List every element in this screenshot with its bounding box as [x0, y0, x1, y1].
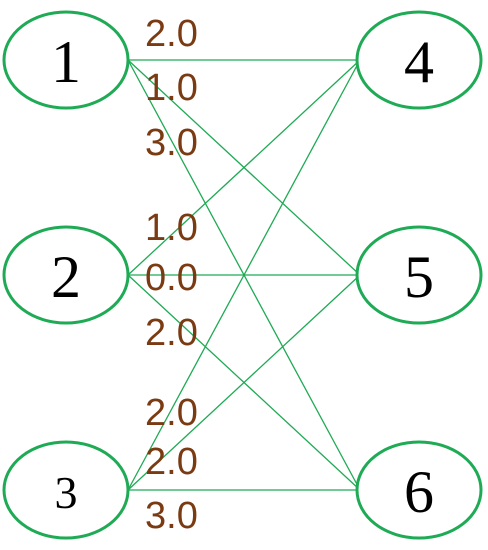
node-5-ellipse [355, 225, 483, 325]
edge-2-4 [127, 59, 361, 276]
node-2-label: 2 [51, 244, 81, 310]
node-3: 3 [2, 440, 130, 540]
node-6: 6 [355, 440, 483, 540]
weight-label-2-5: 0.0 [145, 257, 198, 299]
weight-label-1-4: 2.0 [145, 13, 198, 55]
node-1: 1 [2, 10, 130, 110]
node-3-ellipse [2, 440, 130, 540]
weight-label-1-5: 1.0 [145, 67, 198, 109]
node-3-label: 3 [55, 467, 78, 518]
edge-3-5 [127, 274, 361, 491]
node-1-ellipse [2, 10, 130, 110]
node-1-label: 1 [51, 29, 81, 95]
weight-label-3-6: 3.0 [145, 495, 198, 537]
weight-label-3-5: 2.0 [145, 441, 198, 483]
weight-label-2-4: 1.0 [145, 207, 198, 249]
node-5: 5 [355, 225, 483, 325]
edge-3-4 [127, 59, 361, 491]
weight-label-1-6: 3.0 [145, 122, 198, 164]
node-4-label: 4 [404, 29, 434, 95]
node-2: 2 [2, 225, 130, 325]
node-4: 4 [355, 10, 483, 110]
weight-label-2-6: 2.0 [145, 312, 198, 354]
node-6-ellipse [355, 440, 483, 540]
node-5-label: 5 [404, 244, 434, 310]
node-4-ellipse [355, 10, 483, 110]
node-6-label: 6 [404, 459, 434, 525]
weight-label-3-4: 2.0 [145, 392, 198, 434]
node-2-ellipse [2, 225, 130, 325]
